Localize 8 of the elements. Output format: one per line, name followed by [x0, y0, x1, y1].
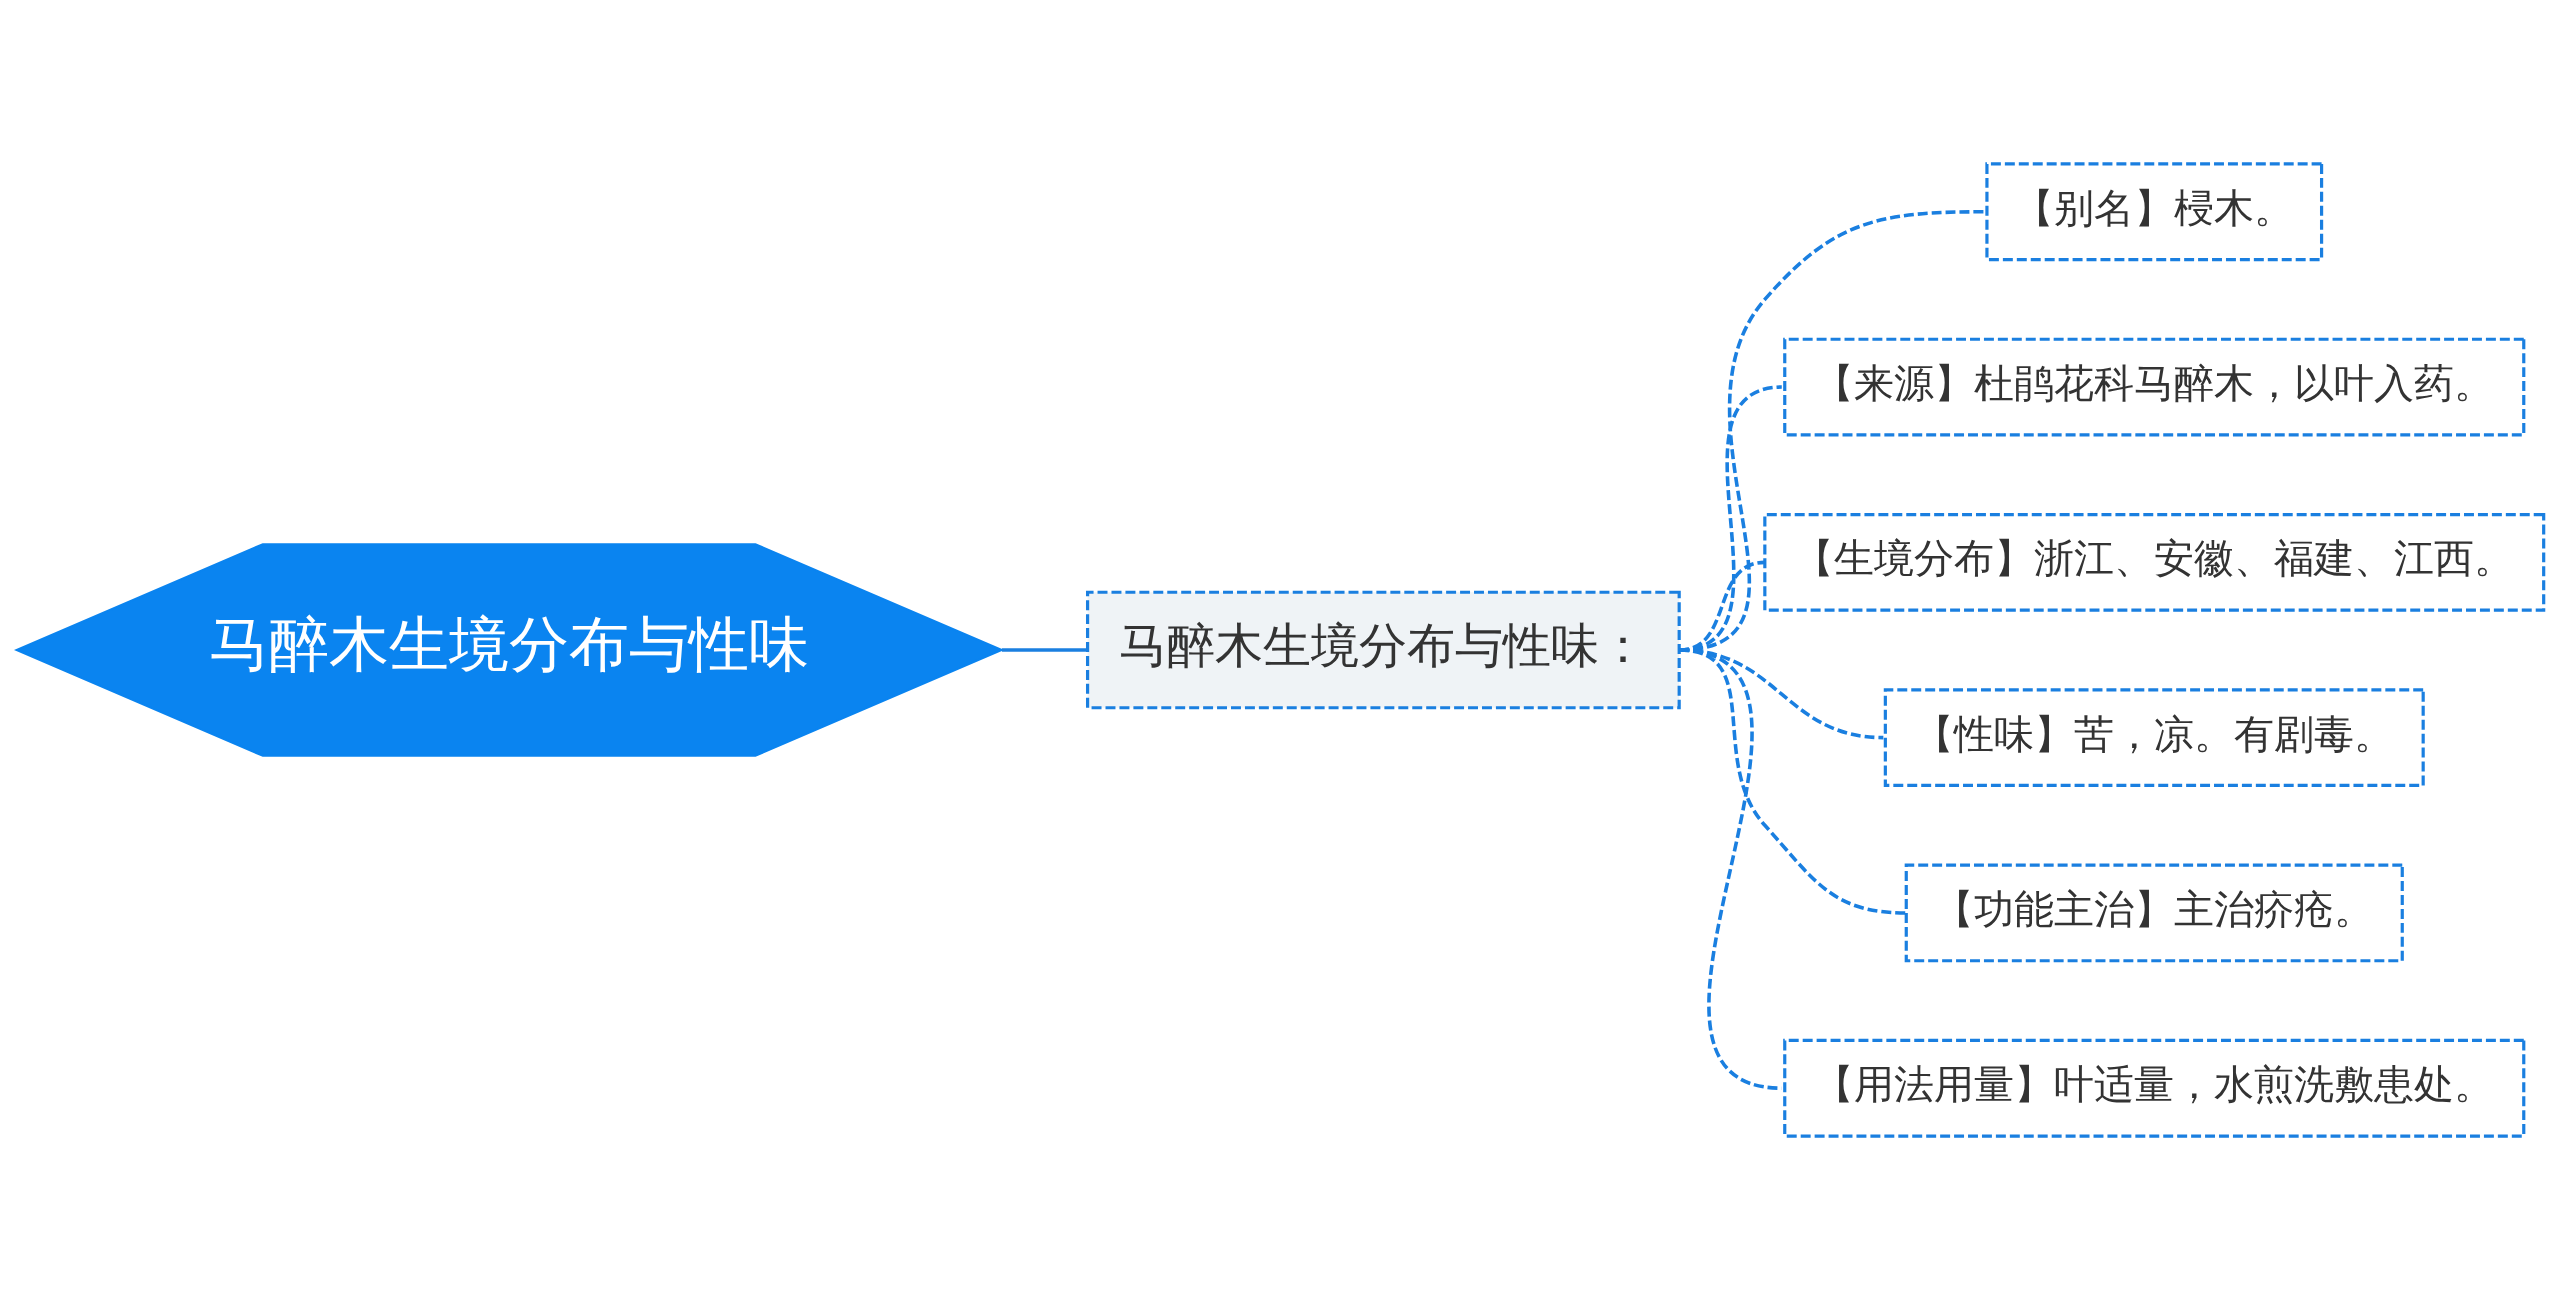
node-box: 【功能主治】主治疥疮。 [1904, 863, 2404, 962]
node-box: 【性味】苦，凉。有剧毒。 [1883, 687, 2425, 787]
node-box: 【生境分布】浙江、安徽、福建、江西。 [1763, 512, 2546, 612]
node-box: 【别名】梫木。 [1985, 161, 2324, 261]
node-box: 【来源】杜鹃花科马醉木，以叶入药。 [1783, 337, 2526, 436]
node-box: 马醉木生境分布与性味： [1086, 590, 1681, 709]
node-box: 【用法用量】叶适量，水煎洗敷患处。 [1783, 1038, 2526, 1138]
connector [1001, 647, 1088, 652]
